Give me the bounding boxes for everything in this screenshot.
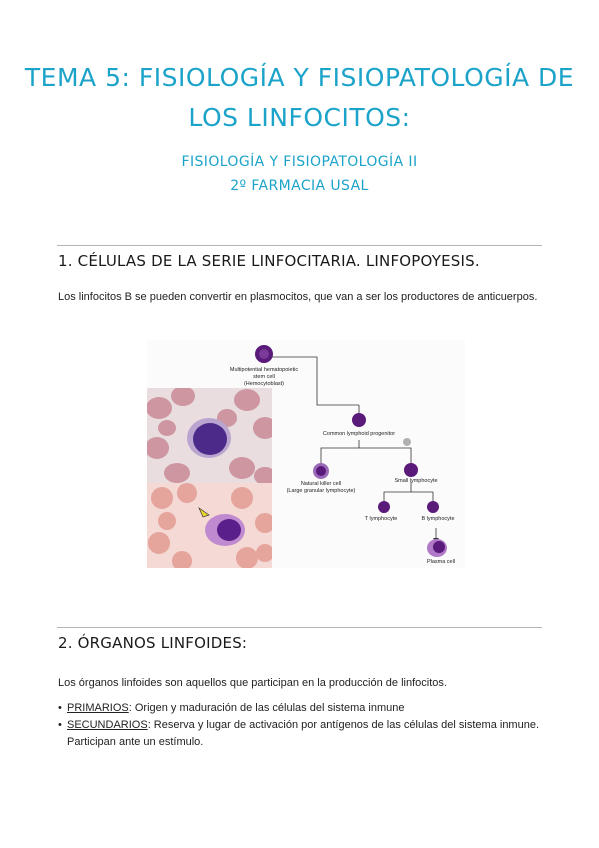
small-lymphocyte-mark: [404, 463, 418, 477]
bullet-term: PRIMARIOS: [67, 702, 129, 714]
t-lymphocyte-label: T lymphocyte: [365, 516, 398, 522]
document-subtitle: FISIOLOGÍA Y FISIOPATOLOGÍA II 2º FARMAC…: [0, 150, 599, 198]
nk-label-2: (Large granular lymphocyte): [287, 488, 356, 494]
document-title: TEMA 5: FISIOLOGÍA Y FISIOPATOLOGÍA DE L…: [0, 58, 599, 138]
section-1-heading: 1. CÉLULAS DE LA SERIE LINFOCITARIA. LIN…: [58, 252, 480, 270]
t-lymphocyte-mark: [378, 501, 390, 513]
title-line-2: LOS LINFOCITOS:: [188, 103, 411, 132]
bullet-continuation: Participan ante un estímulo.: [67, 736, 204, 748]
nk-label-1: Natural killer cell: [301, 481, 341, 487]
title-line-1: TEMA 5: FISIOLOGÍA Y FISIOPATOLOGÍA DE: [24, 63, 575, 92]
b-lymphocyte-mark: [427, 501, 439, 513]
bullet-text: : Reserva y lugar de activación por antí…: [147, 719, 540, 731]
list-item: • SECUNDARIOS: Reserva y lugar de activa…: [58, 719, 540, 731]
bullet-term: SECUNDARIOS: [67, 719, 148, 731]
section-1-paragraph: Los linfocitos B se pueden convertir en …: [58, 291, 538, 303]
plasma-cell-label: Plasma cell: [427, 559, 455, 565]
bullet-text: : Origen y maduración de las células del…: [128, 702, 405, 714]
section-2-heading: 2. ÓRGANOS LINFOIDES:: [58, 634, 248, 652]
micrograph-lymphocyte: [147, 388, 272, 483]
lymphoid-progenitor-mark: [352, 413, 366, 427]
section-divider: [57, 245, 542, 246]
organ-type-list: • PRIMARIOS: Origen y maduración de las …: [58, 700, 548, 751]
stem-cell-label-2: stem cell: [253, 374, 275, 380]
list-item-continuation: Participan ante un estímulo.: [58, 734, 548, 751]
stem-cell-label-1: Multipotential hematopoietic: [230, 367, 298, 373]
small-lymphocyte-label: Small lymphocyte: [394, 478, 437, 484]
subtitle-line-2: 2º FARMACIA USAL: [230, 178, 369, 194]
section-2-paragraph: Los órganos linfoides son aquellos que p…: [58, 677, 447, 689]
stem-cell-label-3: (Hemocytoblast): [244, 381, 284, 387]
progenitor-label: Common lymphoid progenitor: [323, 431, 395, 437]
b-lymphocyte-label: B lymphocyte: [421, 516, 454, 522]
micrograph-plasma-cell: [147, 483, 272, 568]
subtitle-line-1: FISIOLOGÍA Y FISIOPATOLOGÍA II: [181, 154, 418, 170]
section-divider-2: [57, 627, 542, 628]
lineage-diagram: Multipotential hematopoietic stem cell (…: [230, 345, 455, 565]
list-item: • PRIMARIOS: Origen y maduración de las …: [58, 702, 405, 714]
